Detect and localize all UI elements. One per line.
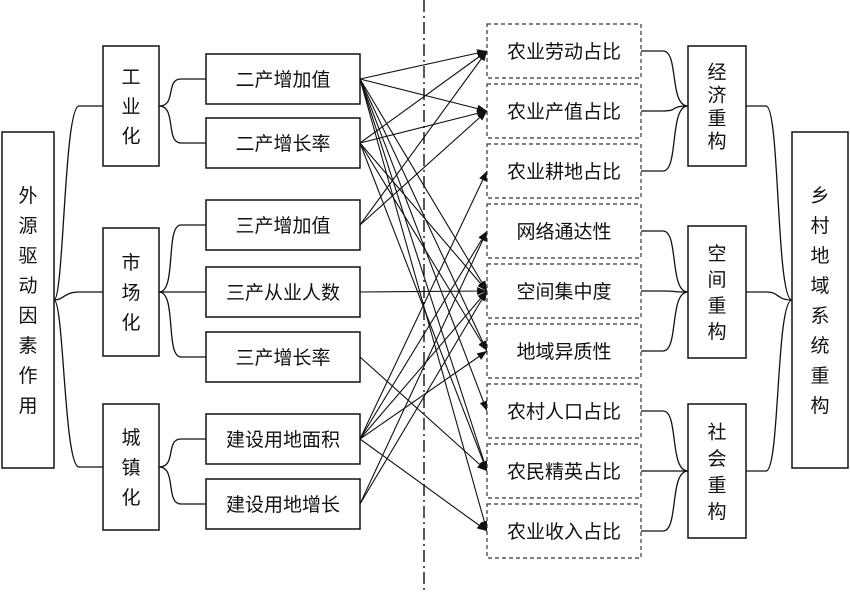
right-root-label: 乡村地域系统重构 [810, 185, 829, 417]
indicator-label: 建设用地增长 [226, 494, 340, 516]
effect-box: 地域异质性 [486, 323, 642, 379]
root-driver-connector [53, 291, 103, 301]
root-driver-connector [53, 105, 103, 301]
restructuring-box-spatial: 空间重构 [687, 225, 747, 359]
driver-indicator-connector [158, 105, 206, 144]
driver-indicator-connector [158, 78, 206, 107]
effect-restructuring-connector [641, 105, 689, 112]
driver-box-marketization: 市场化 [102, 227, 160, 357]
effect-label: 农业劳动占比 [507, 41, 621, 63]
influence-arrow [359, 230, 488, 505]
indicator-box: 三产增加值 [205, 199, 361, 251]
indicator-box: 二产增长率 [205, 117, 361, 169]
driver-indicator-connector [158, 438, 206, 468]
restructuring-label-economic: 经济重构 [707, 62, 726, 153]
indicator-label: 建设用地面积 [226, 429, 340, 451]
influence-arrow [359, 170, 488, 440]
effect-label: 网络通达性 [516, 221, 611, 243]
left-root-label: 外源驱动因素作用 [18, 185, 37, 417]
effect-box: 农民精英占比 [486, 443, 642, 499]
restructuring-label-spatial: 空间重构 [707, 243, 726, 343]
indicator-box: 建设用地面积 [205, 413, 361, 465]
indicator-label: 三产从业人数 [226, 282, 340, 304]
effect-label: 农业收入占比 [507, 521, 621, 543]
influence-arrow [359, 110, 488, 226]
effect-restructuring-connector [641, 230, 689, 293]
effect-restructuring-connector [641, 410, 689, 472]
effect-restructuring-connector [641, 50, 689, 107]
effect-box: 农业产值占比 [486, 83, 642, 139]
effect-box: 农业收入占比 [486, 503, 642, 559]
effect-box: 农业耕地占比 [486, 143, 642, 199]
indicator-box: 三产增长率 [205, 331, 361, 383]
driver-indicator-connector [158, 291, 206, 358]
indicator-label: 二产增加值 [235, 69, 330, 91]
restructuring-root-connector [746, 105, 793, 301]
effect-box: 网络通达性 [486, 203, 642, 259]
indicator-box: 二产增加值 [205, 53, 361, 105]
indicator-box: 建设用地增长 [205, 478, 361, 530]
effect-box: 农村人口占比 [486, 383, 642, 439]
influence-arrow [359, 290, 488, 440]
driver-box-urbanization: 城镇化 [102, 403, 160, 531]
restructuring-root-connector [746, 299, 793, 472]
restructuring-box-economic: 经济重构 [687, 45, 747, 167]
driver-label-urbanization: 城镇化 [121, 427, 140, 509]
indicator-label: 二产增长率 [235, 133, 330, 155]
root-driver-connector [53, 299, 103, 468]
restructuring-label-social: 社会重构 [707, 421, 726, 523]
driver-indicator-connector [158, 466, 206, 505]
effect-label: 农民精英占比 [507, 461, 621, 483]
driver-indicator-connector [158, 224, 206, 293]
effect-restructuring-connector [641, 470, 689, 532]
effect-box: 空间集中度 [486, 263, 642, 319]
effect-label: 农业产值占比 [507, 101, 621, 123]
right-root-box: 乡村地域系统重构 [791, 131, 849, 469]
effect-label: 农业耕地占比 [507, 161, 621, 183]
driver-box-industrialization: 工业化 [102, 45, 160, 167]
driver-label-industrialization: 工业化 [121, 67, 140, 148]
effect-box: 农业劳动占比 [486, 23, 642, 79]
effect-restructuring-connector [641, 290, 689, 293]
indicator-label: 三产增加值 [235, 215, 330, 237]
effect-restructuring-connector [641, 291, 689, 352]
effect-label: 地域异质性 [516, 341, 611, 363]
restructuring-box-social: 社会重构 [687, 403, 747, 539]
left-root-box: 外源驱动因素作用 [1, 131, 55, 469]
indicator-label: 三产增长率 [235, 347, 330, 369]
influence-arrow [359, 142, 488, 472]
restructuring-root-connector [746, 291, 793, 301]
effect-restructuring-connector [641, 105, 689, 172]
connector-layer [53, 50, 793, 532]
effect-label: 空间集中度 [516, 281, 611, 303]
effect-label: 农村人口占比 [507, 401, 621, 423]
influence-arrow [359, 350, 488, 440]
driver-label-marketization: 市场化 [121, 252, 140, 334]
indicator-box: 三产从业人数 [205, 266, 361, 318]
influence-arrow [359, 49, 488, 80]
